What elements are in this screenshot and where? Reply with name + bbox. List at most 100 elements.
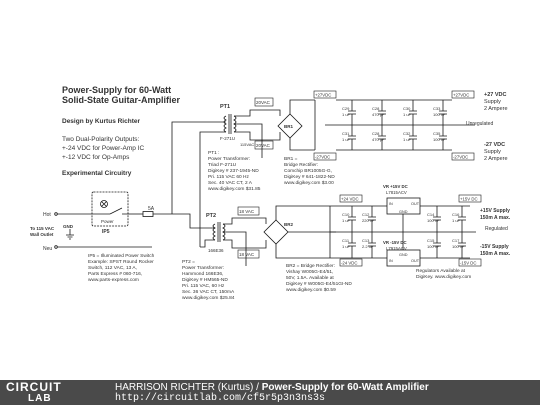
power-switch: Power IP5 — [91, 191, 129, 235]
footer-author: HARRISON RICHTER (Kurtus) — [115, 382, 254, 393]
bridge-rectifier-br1: BR1 — [277, 99, 315, 151]
wall-outlet-label-1: To 115 VAC — [30, 226, 55, 231]
note-line: IP5 = Illuminated Power Switch — [88, 253, 155, 259]
outputs-line-2: +-24 VDC for Power-Amp IC — [62, 145, 144, 152]
note-line: www.parts-express.com — [88, 277, 139, 283]
capacitor-c33: C33 100 nF — [433, 100, 447, 125]
note-br1: BR1 = Bridge Rectifier: Comchip BR1005G-… — [284, 156, 335, 186]
note-line: Power Transformer: — [208, 156, 250, 162]
rail-p15: +15V DC — [460, 197, 478, 202]
cap-ref: C17 — [452, 238, 460, 243]
reg-neg-out: OUT — [411, 259, 420, 263]
note-line: DigiKey # HM565-ND — [182, 277, 228, 283]
bottom-rails: +24 VDC -24 VDC +15V DC -15V DC — [329, 194, 482, 267]
capacitor-c31: C31 1 uF — [342, 125, 356, 150]
footer-title: HARRISON RICHTER (Kurtus) / Power-Supply… — [115, 382, 429, 393]
capacitor-c15: C15 100 nF — [427, 232, 441, 258]
note-line: Example: SPST Round Rocker — [88, 259, 154, 265]
pt1-sec-bottom-label: 20VAC — [256, 143, 271, 148]
rail-p27-right: +27VDC — [453, 93, 469, 98]
ac-input: Hot GND Neu To 115 VAC Wall Outlet — [30, 212, 152, 252]
capacitor-c29: C29 1 uF — [342, 100, 356, 125]
p27-supply-line-1: +27 VDC — [484, 92, 506, 98]
cap-value: 100 nF — [427, 244, 440, 249]
capacitor-c32: C32 1 uF — [403, 125, 417, 150]
outputs-line-1: Two Dual-Polarity Outputs: — [62, 136, 140, 143]
diagram-title-line-2: Solid-State Guitar-Amplifier — [62, 95, 181, 105]
note-line: DigiKey # 641-1822-ND — [284, 174, 335, 180]
p15-supply-line-1: +15V Supply — [480, 208, 510, 214]
bottom-capacitors: C10 1 uF C12 220 nF C14 100 nF C16 1 uF … — [342, 206, 466, 258]
logo-text-bottom: LAB — [28, 393, 52, 404]
note-line: www.digikey.com $3.00 — [284, 180, 334, 186]
note-line: Power Transformer: — [182, 265, 224, 271]
m27-supply-line-2: Supply — [484, 149, 501, 155]
note-line: 50V, 1.5A. Available at — [286, 275, 334, 281]
pt2-sec-top-label: 18 VAC — [239, 209, 255, 214]
reg-pos-in: IN — [389, 202, 393, 206]
cap-value: 1 uF — [342, 137, 351, 142]
capacitor-c12: C12 220 nF — [362, 206, 376, 232]
cap-value: 470 pF — [372, 112, 385, 117]
p27-supply-line-2: Supply — [484, 99, 501, 105]
note-line: DigiKey. www.digikey.com — [416, 274, 471, 280]
note-line: Triad F-271U — [208, 162, 237, 168]
reg-neg-gnd: GND — [399, 253, 408, 257]
top-rails: +27VDC +27VDC -27VDC -27VDC — [313, 90, 475, 161]
note-line: Sec. 36 VAC CT, 150mA — [182, 289, 235, 295]
capacitor-c17: C17 100 nF — [452, 232, 466, 258]
note-line: Switch, 112 VAC, 13 A, — [88, 265, 137, 271]
switch-power-label: Power — [101, 219, 114, 224]
reg-pos-ref: VR +15V DC — [383, 184, 408, 189]
reg-pos-part: L7815ACV — [386, 190, 407, 195]
capacitor-c14: C14 100 nF — [427, 206, 441, 232]
cap-ref: C30 — [403, 106, 411, 111]
cap-value: 1 uF — [403, 137, 412, 142]
note-line: Parts Express # 060-716, — [88, 271, 142, 277]
note-pt1: PT1 : Power Transformer: Triad F-271U Di… — [208, 150, 261, 192]
capacitor-c30: C30 1 uF — [403, 100, 417, 125]
cap-value: 100 nF — [433, 112, 446, 117]
m27-supply-line-3: 2 Ampere — [484, 156, 508, 162]
fuse: 5A — [128, 206, 172, 217]
note-regulators: Regulators Available at DigiKey. www.dig… — [416, 268, 471, 280]
rail-m24: -24 VDC — [341, 261, 357, 266]
outputs-line-3: +-12 VDC for Op-Amps — [62, 154, 130, 161]
cap-value: 100 nF — [427, 218, 440, 223]
reg-pos-gnd: GND — [399, 210, 408, 214]
regulator-negative: VR -15V DC L7915ACV IN OUT GND — [383, 232, 421, 267]
m15-supply-line-2: 150m A max. — [480, 251, 511, 257]
cap-ref: C10 — [342, 212, 350, 217]
circuitlab-logo[interactable]: CIRCUIT LAB — [6, 381, 68, 405]
note-line: Comchip BR1005G-G, — [284, 168, 332, 174]
p27-supply-line-3: 2 Ampere — [484, 106, 508, 112]
capacitor-c28-neg: C28 470 pF — [372, 125, 386, 150]
hot-label: Hot — [43, 212, 51, 218]
experimental-label: Experimental Circuitry — [62, 170, 132, 177]
pt1-part-label: F-271U — [220, 136, 235, 141]
pt2-ref-label: PT2 — [206, 213, 216, 219]
cap-value: 2.2 uF — [362, 244, 374, 249]
diagram-title-line-1: Power-Supply for 60-Watt — [62, 85, 171, 95]
logo-text-top: CIRCUIT — [6, 380, 62, 394]
note-line: www.digikey.com $25.84 — [182, 295, 235, 301]
cap-ref: C32 — [403, 131, 411, 136]
pt2-part-label: 166E36 — [208, 248, 224, 253]
reg-neg-part: L7915ACV — [386, 246, 407, 251]
cap-ref: C14 — [427, 212, 435, 217]
capacitor-c35: C35 100 nF — [433, 125, 447, 150]
note-line: Bridge Rectifier: — [284, 162, 318, 168]
note-line: PT1 : — [208, 150, 219, 156]
regulated-label: Regulated — [485, 226, 508, 232]
footer-url-link[interactable]: http://circuitlab.com/cf5r5p3n3ns3s — [115, 393, 326, 404]
cap-ref: C12 — [362, 212, 370, 217]
rail-m27-right: -27VDC — [453, 155, 468, 160]
note-line: Pri. 115 VAC 60 Hz — [208, 174, 249, 180]
capacitor-c10: C10 1 uF — [342, 206, 356, 232]
note-line: Sec. 40 VAC CT, 2 A — [208, 180, 253, 186]
note-line: Vishay W005G-E4/51, — [286, 269, 333, 275]
cap-ref: C31 — [342, 131, 350, 136]
m15-supply-line-1: -15V Supply — [480, 244, 509, 250]
capacitor-c28: C28 470 pF — [372, 100, 386, 125]
cap-ref: C28 — [372, 106, 380, 111]
